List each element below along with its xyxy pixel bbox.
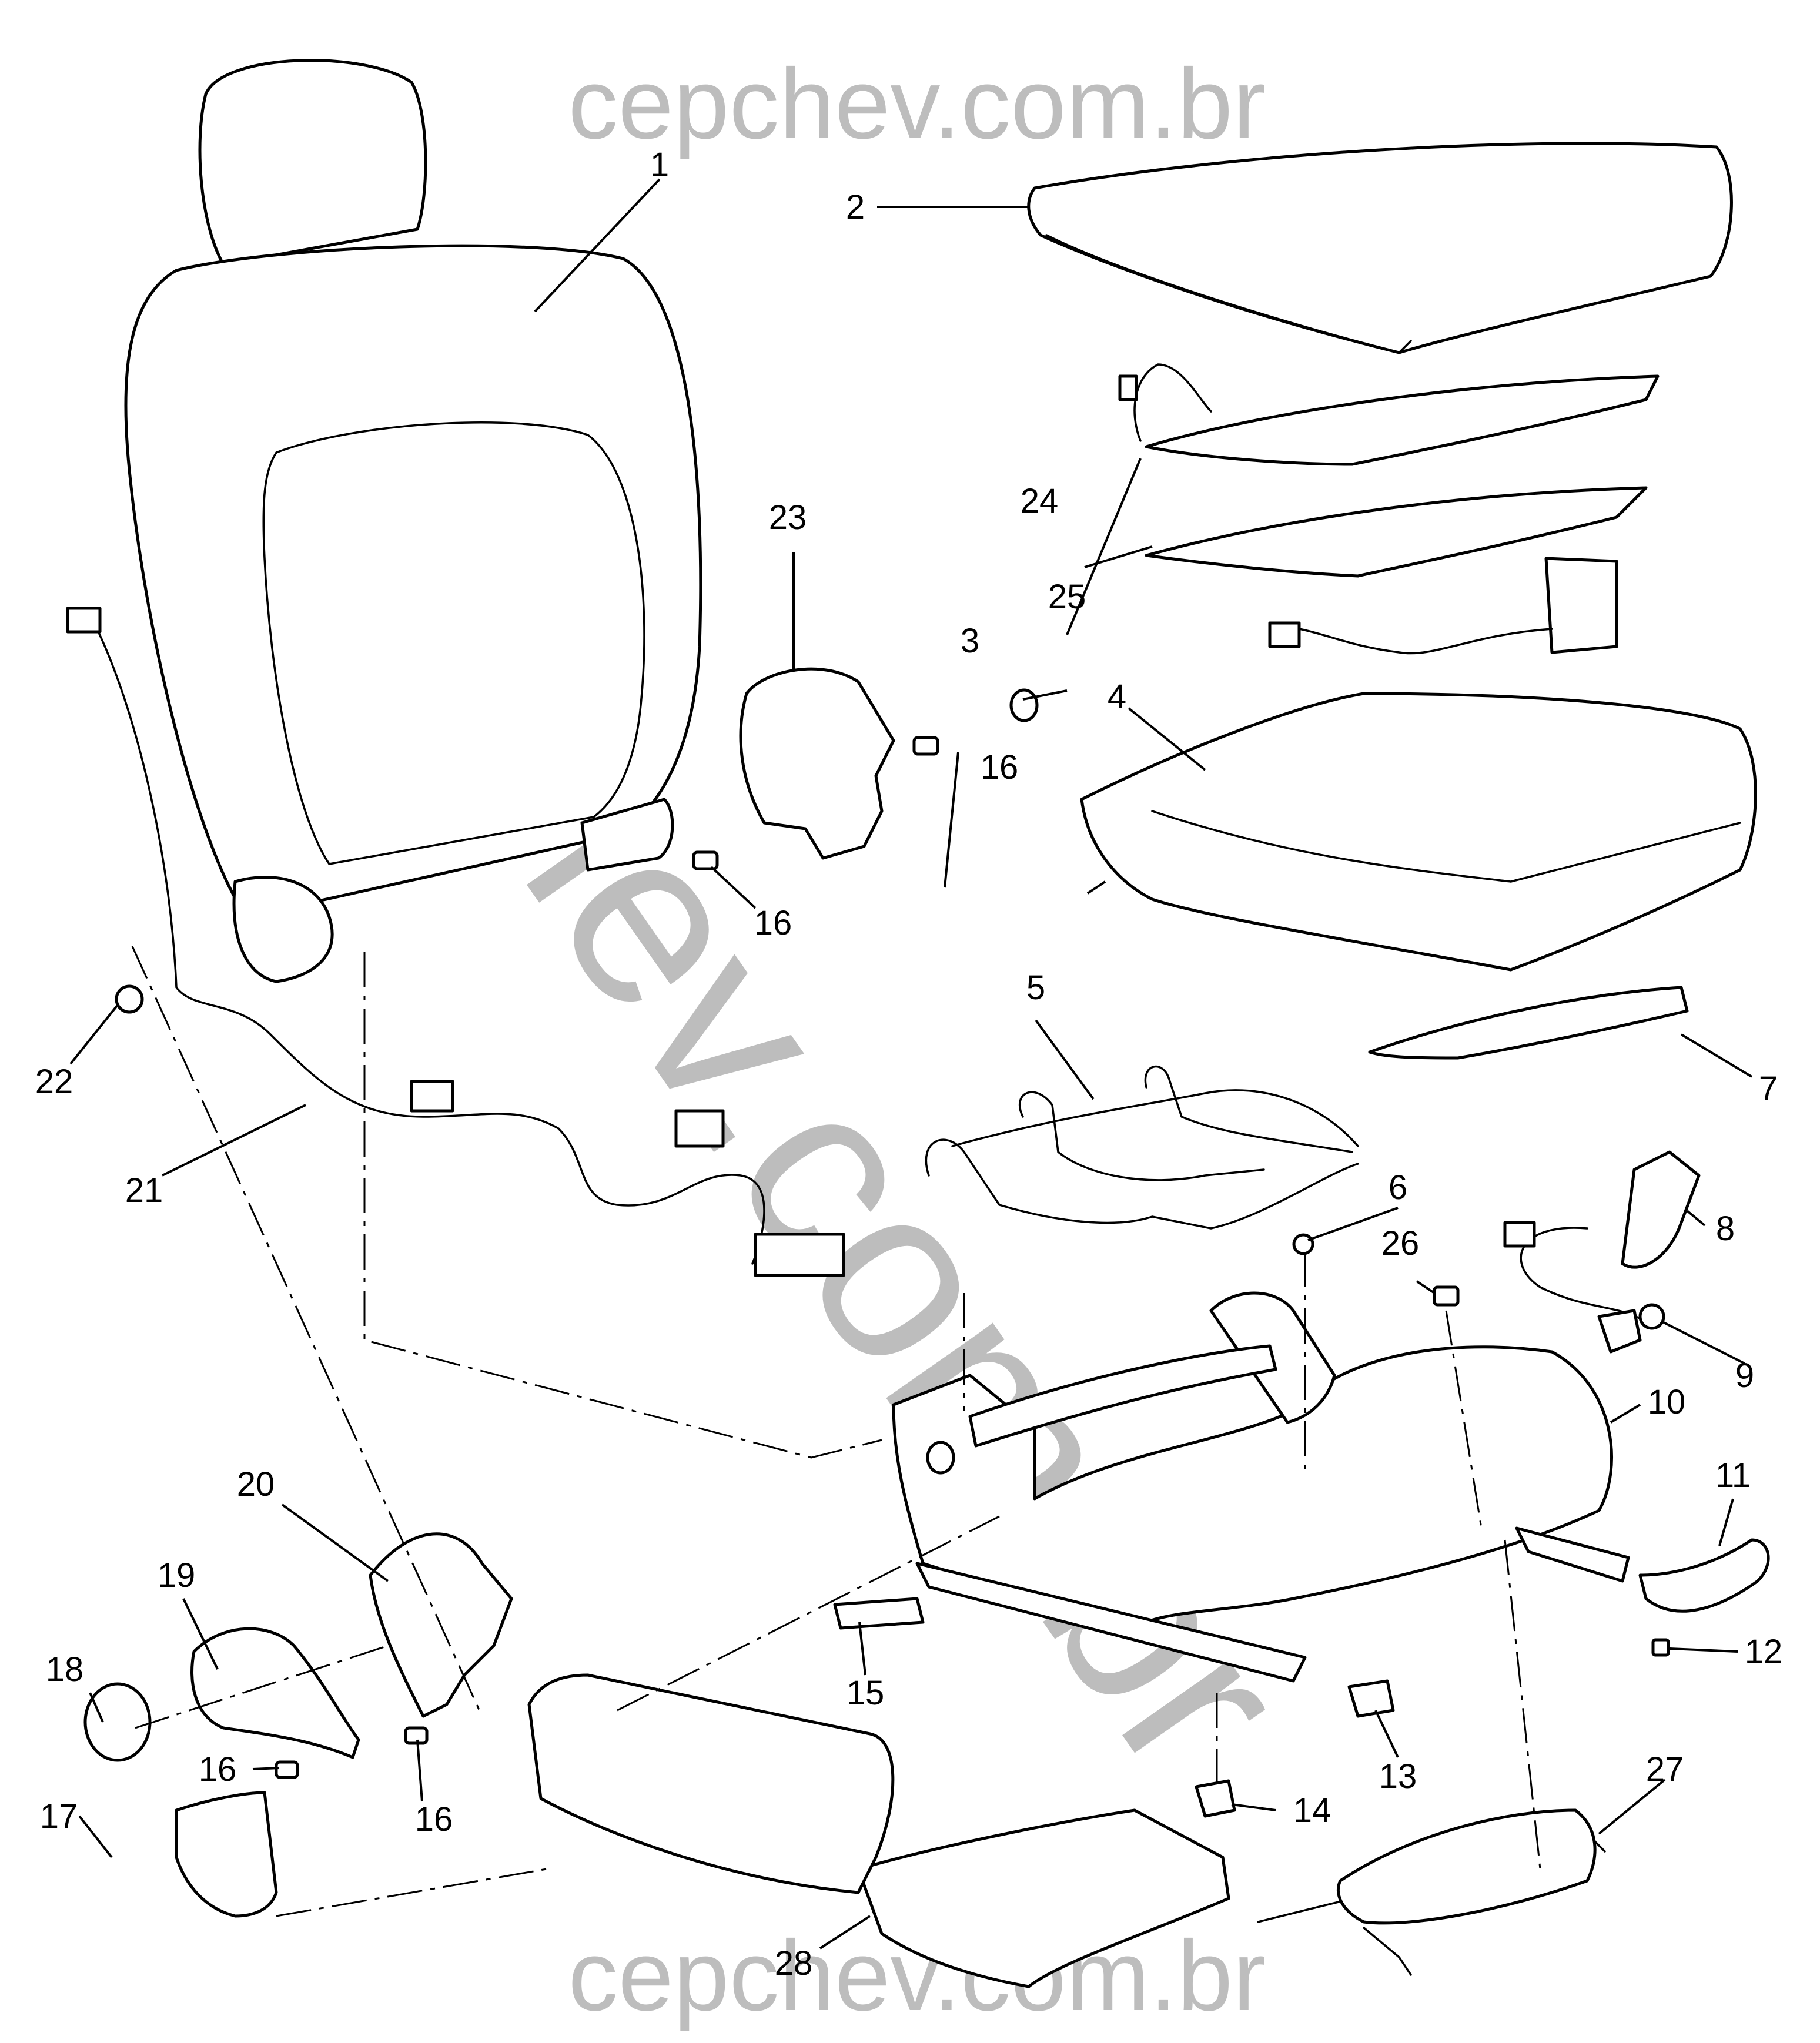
seat-rail-outboard — [1515, 1526, 1630, 1583]
part-14-clip — [1195, 1779, 1236, 1818]
part-18-cap — [83, 1682, 152, 1762]
callout-16-d: 16 — [415, 1800, 453, 1838]
part-12-screw — [1651, 1638, 1670, 1657]
callout-21: 21 — [125, 1171, 163, 1210]
callout-18: 18 — [46, 1650, 84, 1689]
part-1-seat-back — [124, 59, 702, 983]
part-6-nut — [1292, 1233, 1314, 1255]
part-9-nut — [1638, 1303, 1665, 1330]
callout-24: 24 — [1021, 482, 1059, 520]
callout-23: 23 — [769, 498, 807, 537]
callout-10: 10 — [1648, 1383, 1686, 1421]
alignment-lines — [131, 946, 1541, 1917]
callout-12: 12 — [1745, 1633, 1783, 1671]
callout-4: 4 — [1108, 678, 1126, 716]
callouts: 1 2 3 4 5 6 7 8 9 10 11 12 13 14 15 16 1… — [35, 146, 1783, 1982]
callout-7: 7 — [1759, 1070, 1778, 1108]
callout-6: 6 — [1389, 1168, 1407, 1207]
part-5-suspension-wire — [925, 1065, 1359, 1230]
callout-20: 20 — [237, 1465, 275, 1503]
part-23-recliner-cover — [739, 667, 895, 860]
leader-lines — [69, 178, 1753, 1950]
part-19-recline-handle — [190, 1627, 360, 1759]
callout-8: 8 — [1716, 1210, 1735, 1248]
callout-28: 28 — [775, 1944, 813, 1982]
side-shield — [527, 1673, 895, 1894]
part-24-heater-pad — [1118, 363, 1660, 466]
callout-14: 14 — [1293, 1791, 1331, 1830]
callout-13: 13 — [1379, 1757, 1417, 1796]
part-17-inner-trim — [175, 1791, 278, 1918]
callout-9: 9 — [1735, 1357, 1754, 1395]
callout-3: 3 — [961, 622, 979, 660]
callout-22: 22 — [35, 1063, 73, 1101]
part-8-seat-belt-buckle — [1503, 1150, 1701, 1354]
callout-25: 25 — [1048, 578, 1086, 616]
part-3-plug — [1009, 688, 1039, 722]
part-22-nut — [115, 984, 144, 1014]
part-27-lumbar-frame — [1257, 1808, 1606, 1976]
part-11-adjuster-handle — [1638, 1538, 1770, 1613]
part-7-front-trim — [1368, 986, 1689, 1060]
part-2-cushion-cover — [1027, 142, 1733, 354]
callout-19: 19 — [158, 1556, 196, 1595]
part-4-cushion-pad — [1080, 692, 1757, 972]
part-26-bolt — [1433, 1285, 1460, 1307]
callout-16-c: 16 — [199, 1750, 237, 1789]
watermark-top: cepchev.com.br — [568, 48, 1266, 160]
callout-26: 26 — [1381, 1224, 1420, 1262]
callout-1: 1 — [650, 146, 669, 184]
callout-16-a: 16 — [981, 748, 1019, 786]
part-13-clip — [1347, 1679, 1395, 1718]
callout-5: 5 — [1026, 969, 1045, 1007]
part-15-clip — [833, 1597, 925, 1630]
part-28-storage-tray — [857, 1808, 1230, 1988]
seat-rail-inboard — [915, 1562, 1307, 1683]
part-10-seat-frame — [892, 1291, 1613, 1624]
callout-16-b: 16 — [754, 904, 792, 942]
part-16-bolts — [275, 736, 939, 1779]
callout-2: 2 — [846, 188, 865, 226]
callout-27: 27 — [1646, 1750, 1684, 1789]
callout-17: 17 — [40, 1797, 78, 1836]
part-25-sensor-mat — [1145, 486, 1648, 655]
callout-11: 11 — [1715, 1456, 1751, 1495]
callout-15: 15 — [847, 1674, 885, 1712]
part-21-wiring-harness — [66, 607, 845, 1277]
